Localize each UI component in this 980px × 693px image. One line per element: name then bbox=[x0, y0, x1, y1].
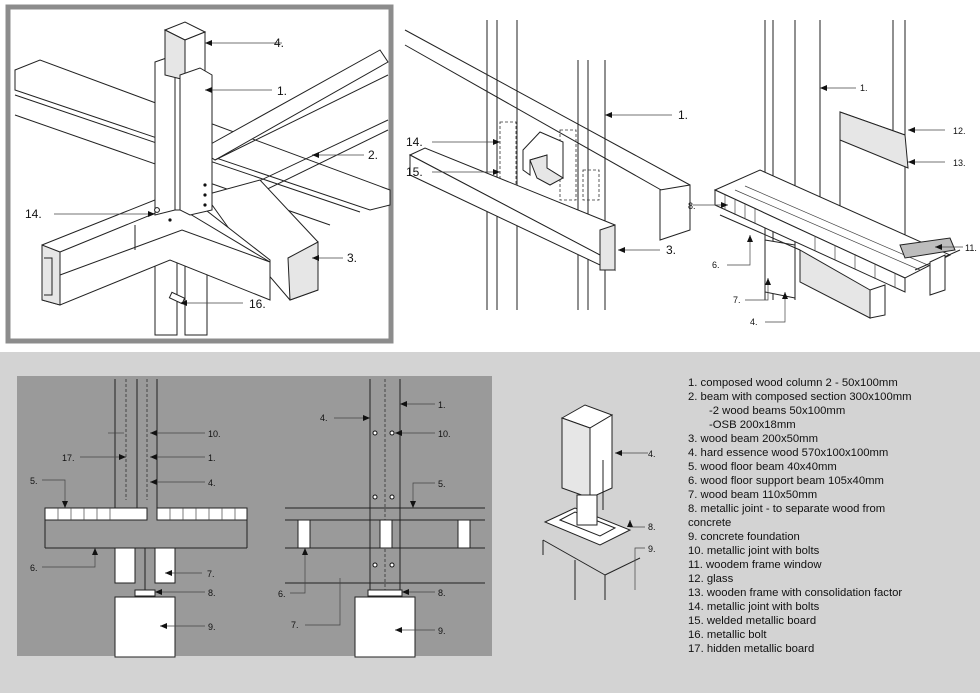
legend-item-13: 13. wooden frame with consolidation fact… bbox=[688, 587, 902, 599]
iso-joint-view: 1. 14. 15. 3. bbox=[404, 20, 691, 310]
label-9: 9. bbox=[648, 544, 656, 554]
label-14: 14. bbox=[25, 207, 42, 221]
label-5: 5. bbox=[30, 476, 38, 486]
legend-item-5: 5. wood floor beam 40x40mm bbox=[688, 461, 837, 473]
label-10: 10. bbox=[208, 429, 221, 439]
label-6: 6. bbox=[278, 589, 286, 599]
label-1: 1. bbox=[860, 83, 868, 93]
label-7: 7. bbox=[291, 620, 299, 630]
label-4: 4. bbox=[208, 478, 216, 488]
label-8: 8. bbox=[648, 522, 656, 532]
section-b: 4. 1. 10. 5. 6. 8. 7. 9. bbox=[278, 379, 485, 658]
label-8: 8. bbox=[208, 588, 216, 598]
legend-item-2a: -2 wood beams 50x100mm bbox=[709, 405, 845, 417]
legend-item-11: 11. woodem frame window bbox=[688, 559, 822, 571]
foundation-a bbox=[114, 596, 176, 658]
label-17: 17. bbox=[62, 453, 75, 463]
legend-item-2: 2. beam with composed section 300x100mm bbox=[688, 391, 912, 403]
legend-item-6: 6. wood floor support beam 105x40mm bbox=[688, 475, 884, 487]
legend-item-14: 14. metallic joint with bolts bbox=[688, 601, 820, 613]
floor-planks-right bbox=[156, 507, 248, 521]
label-4: 4. bbox=[320, 413, 328, 423]
legend-item-17: 17. hidden metallic board bbox=[688, 643, 814, 655]
label-15: 15. bbox=[406, 165, 423, 179]
label-9: 9. bbox=[438, 626, 446, 636]
label-2: 2. bbox=[368, 148, 378, 162]
legend-item-15: 15. welded metallic board bbox=[688, 615, 816, 627]
label-1: 1. bbox=[678, 108, 688, 122]
label-10: 10. bbox=[438, 429, 451, 439]
legend-item-8b: concrete bbox=[688, 517, 731, 529]
label-4: 4. bbox=[648, 449, 656, 459]
label-1: 1. bbox=[438, 400, 446, 410]
label-7: 7. bbox=[733, 295, 741, 305]
iso-floor-view: 1. 12. 13. 8. 11. 6. 7. 4. bbox=[688, 20, 977, 327]
label-5: 5. bbox=[438, 479, 446, 489]
label-3: 3. bbox=[347, 251, 357, 265]
label-9: 9. bbox=[208, 622, 216, 632]
section-a: 10. 17. 1. 5. 4. 6. 7. 8. 9. bbox=[30, 379, 248, 658]
legend-item-9: 9. concrete foundation bbox=[688, 531, 800, 543]
legend-item-12: 12. glass bbox=[688, 573, 734, 585]
legend-item-3: 3. wood beam 200x50mm bbox=[688, 433, 818, 445]
window-frame bbox=[839, 111, 909, 169]
floor-planks-left bbox=[44, 507, 148, 521]
label-1: 1. bbox=[277, 84, 287, 98]
label-8: 8. bbox=[438, 588, 446, 598]
legend-item-4: 4. hard essence wood 570x100x100mm bbox=[688, 447, 888, 459]
label-12: 12. bbox=[953, 126, 966, 136]
label-3: 3. bbox=[666, 243, 676, 257]
label-4: 4. bbox=[274, 36, 284, 50]
label-6: 6. bbox=[30, 563, 38, 573]
legend-item-2b: -OSB 200x18mm bbox=[709, 419, 796, 431]
legend: 1. composed wood column 2 - 50x100mm 2. … bbox=[688, 377, 912, 655]
legend-item-16: 16. metallic bolt bbox=[688, 629, 767, 641]
label-16: 16. bbox=[249, 297, 266, 311]
legend-item-7: 7. wood beam 110x50mm bbox=[688, 489, 817, 501]
label-1: 1. bbox=[208, 453, 216, 463]
foundation-view: 4. 8. 9. bbox=[542, 404, 656, 600]
legend-item-10: 10. metallic joint with bolts bbox=[688, 545, 820, 557]
label-13: 13. bbox=[953, 158, 966, 168]
label-11: 11. bbox=[965, 243, 977, 253]
foundation-b bbox=[354, 596, 416, 658]
legend-item-1: 1. composed wood column 2 - 50x100mm bbox=[688, 377, 898, 389]
label-14: 14. bbox=[406, 135, 423, 149]
label-7: 7. bbox=[207, 569, 215, 579]
label-8: 8. bbox=[688, 201, 696, 211]
label-4: 4. bbox=[750, 317, 758, 327]
label-6: 6. bbox=[712, 260, 720, 270]
main-column bbox=[154, 54, 176, 216]
iso-frame-view: 4. 1. 2. 14. 3. 16. bbox=[5, 4, 394, 344]
legend-item-8: 8. metallic joint - to separate wood fro… bbox=[688, 503, 885, 515]
